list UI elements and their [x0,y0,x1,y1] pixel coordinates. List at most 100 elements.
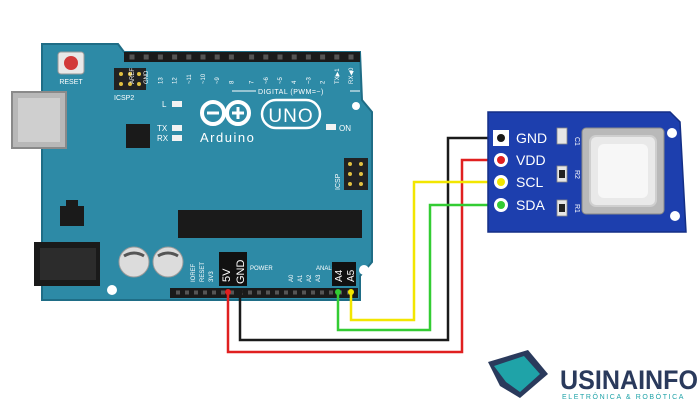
contact-5v [225,289,231,295]
wire-scl [349,180,500,322]
digital-pin-socket [186,54,192,60]
bottom-pin-socket [266,290,270,295]
r2-label: R2 [573,170,580,179]
bottom-pin-socket [275,290,279,295]
led-l-label: L [162,100,167,109]
bottom-pin-socket [311,290,315,295]
bottom-pin-socket [284,290,288,295]
sensor-label-scl: SCL [516,174,543,190]
bottom-pin-socket [329,290,333,295]
digital-pin-label: AREF [130,68,136,84]
digital-pin-socket [214,54,220,60]
digital-pin-label: 12 [173,77,179,84]
sensor-pin-gnd [493,130,509,146]
digital-pin-socket [143,54,149,60]
sensor-pin-sda [494,198,508,212]
sht-sensor-module: GND VDD SCL SDA C1 R2 R1 [487,111,687,233]
wire-vdd [226,158,500,354]
bottom-pin-socket [212,290,216,295]
pin-gnd-tag [233,252,247,286]
digital-pin-socket [348,54,354,60]
icsp2-label: ICSP2 [114,95,134,102]
bottom-pin-socket [257,290,261,295]
digital-pin-label: 8 [229,80,235,84]
pin-3v3-label: 3V3 [209,271,215,282]
power-header-label: POWER [250,266,273,272]
power-analog-header [170,288,358,298]
pin-a5-label: A5 [346,269,357,282]
led-tx-label: TX [157,124,168,133]
bottom-pin-socket [248,290,252,295]
pin-ioref-label: IOREF [191,263,197,282]
digital-pin-socket [129,54,135,60]
logo-name: USINAINFO [560,365,698,395]
pin-5v-tag [219,252,233,286]
bottom-pin-socket [293,290,297,295]
led-rx-label: RX [157,134,169,143]
bottom-pin-socket [203,290,207,295]
digital-pin-label: ~3 [306,76,312,84]
bottom-pin-socket [230,290,234,295]
digital-pin-label: RX◀0 [349,67,355,84]
bottom-pin-socket [185,290,189,295]
capacitor-c1 [556,127,568,145]
led-l [172,101,182,107]
uno-label: UNO [268,106,313,127]
digital-pin-socket [172,54,178,60]
bottom-pin-socket [221,290,225,295]
capacitor-1 [118,246,150,278]
pin-gnd-label: GND [235,260,247,285]
sensor-label-vdd: VDD [516,152,546,168]
usb-chip [126,124,150,148]
contact-a4 [335,289,341,295]
sensor-label-sda: SDA [516,197,545,213]
digital-pin-socket [320,54,326,60]
digital-pin-socket [228,54,234,60]
digital-pin-label: ~6 [264,76,270,84]
led-tx [172,125,182,131]
sensor-pin-vdd [494,153,508,167]
pin-a4-label: A4 [334,269,345,282]
pin-a2-label: A2 [307,274,313,282]
logo-tagline: ELETRÔNICA & ROBÓTICA [562,392,685,400]
digital-pin-label: GND [144,70,150,84]
digital-pin-socket [249,54,255,60]
wires [226,136,500,354]
sensor-pin-scl [494,175,508,189]
digital-pin-socket [305,54,311,60]
microcontroller-chip [178,210,362,238]
digital-header-label: DIGITAL (PWM=~) [258,89,324,96]
digital-pin-label: ~9 [215,76,221,84]
bottom-pin-socket [302,290,306,295]
digital-header [124,52,360,62]
reset-label: RESET [59,79,83,86]
r1-label: R1 [573,204,580,213]
arduino-logo [200,100,251,126]
usinainfo-logo: USINAINFO ELETRÔNICA & ROBÓTICA [488,350,698,400]
contact-gnd [237,289,243,295]
uno-badge [260,98,322,130]
icsp2-header [114,68,146,90]
capacitor-2 [152,246,184,278]
digital-pin-socket [200,54,206,60]
sensor-label-gnd: GND [516,130,547,146]
digital-pin-label: ~5 [278,76,284,84]
led-on-label: ON [339,124,351,133]
wire-sda [336,203,500,332]
digital-pin-label: TX▶1 [335,68,341,84]
pin-a3-label: A3 [316,274,322,282]
bottom-pin-socket [194,290,198,295]
digital-pin-label: ~11 [187,74,193,84]
wire-gnd [238,136,500,342]
digital-pin-label: 7 [250,80,256,84]
icsp-header [344,158,368,190]
pin-a1-label: A1 [298,274,304,282]
digital-pin-label: 2 [321,80,327,84]
icsp-label: ICSP [335,173,342,190]
digital-pin-label: ~10 [201,73,207,84]
bottom-pin-socket [320,290,324,295]
